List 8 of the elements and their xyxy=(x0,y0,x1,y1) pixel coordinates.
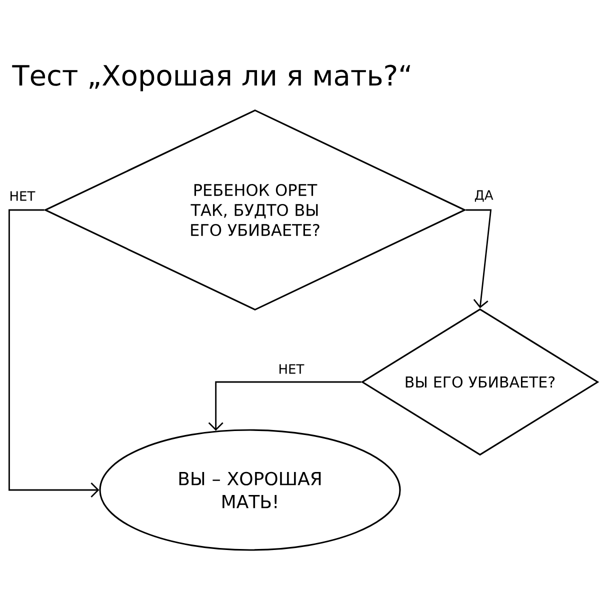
edge-label: НЕТ xyxy=(8,190,36,202)
arrow xyxy=(466,209,492,308)
edge-label: ДА xyxy=(473,189,494,203)
edge-label: НЕТ xyxy=(277,363,306,375)
arrow xyxy=(8,209,100,498)
terminal-oval: ВЫ – ХОРОШАЯ МАТЬ! xyxy=(99,429,401,551)
arrow xyxy=(208,381,362,431)
title: Тест „Хорошая ли я мать?“ xyxy=(12,64,410,92)
